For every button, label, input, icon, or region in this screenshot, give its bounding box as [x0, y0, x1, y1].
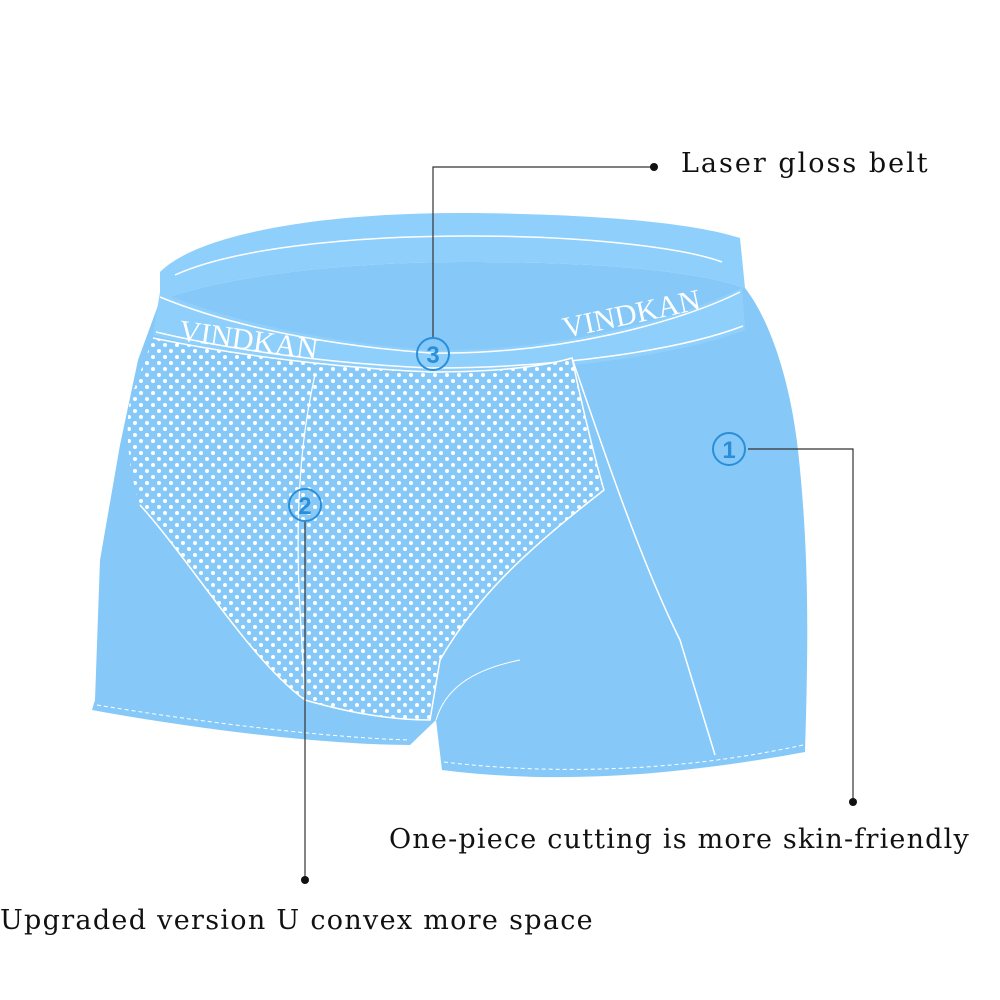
svg-text:3: 3: [426, 342, 439, 369]
leader-line-1: [748, 448, 854, 800]
callout-1-label: One-piece cutting is more skin-friendly: [389, 824, 970, 855]
svg-text:2: 2: [298, 493, 311, 520]
mesh-pouch: [127, 338, 604, 720]
marker-1: 1: [712, 432, 746, 466]
waistband-stitch-bottom: [155, 325, 744, 369]
mesh-pouch-outline: [139, 337, 605, 721]
leader-dot-2: [301, 876, 309, 884]
leader-dot-3: [650, 163, 658, 171]
marker-2: 2: [288, 488, 322, 522]
waistband-stitch-top: [159, 291, 741, 354]
left-leg-hem: [96, 704, 411, 741]
waistband-back: [160, 212, 745, 300]
leader-dot-1: [849, 798, 857, 806]
waistband-rim: [174, 235, 723, 276]
svg-text:1: 1: [722, 437, 735, 464]
waistband-front: [153, 288, 745, 372]
leader-line-3: [432, 166, 652, 338]
callout-3-label: Laser gloss belt: [681, 148, 930, 179]
callout-2-label: Upgraded version U convex more space: [0, 905, 594, 936]
marker-3: 3: [416, 337, 450, 371]
side-seam: [571, 357, 716, 756]
leg-opening-inner: [435, 659, 521, 721]
